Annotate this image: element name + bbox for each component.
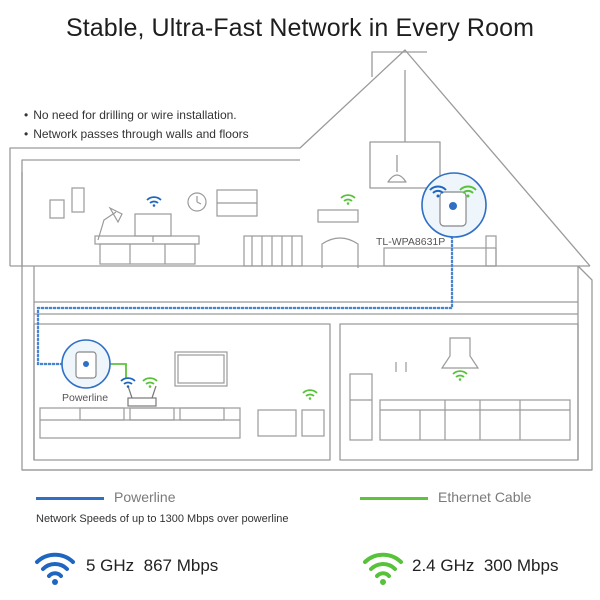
wifi-2ghz-icon: [363, 552, 403, 585]
router-icon: [127, 385, 157, 407]
powerline-adapter-icon: [61, 339, 111, 389]
speed-2ghz-band: 2.4 GHz: [412, 556, 475, 575]
bullet-item: Network passes through walls and floors: [24, 125, 248, 144]
wifi-2ghz-icon: [302, 389, 318, 400]
feature-bullets: No need for drilling or wire installatio…: [24, 106, 249, 144]
powerline-adapter-icon: [421, 172, 487, 238]
bullet-item: No need for drilling or wire installatio…: [24, 106, 249, 125]
ethernet-cable: [108, 363, 127, 378]
house-roof: [9, 49, 591, 267]
speeds-note: Network Speeds of up to 1300 Mbps over p…: [36, 513, 289, 525]
upstairs-room: [49, 187, 497, 268]
wifi-2ghz-icon: [459, 185, 477, 198]
wifi-2ghz-icon: [142, 377, 158, 388]
wifi-5ghz-icon: [35, 552, 75, 585]
wifi-2ghz-icon: [340, 194, 356, 205]
wifi-5ghz-icon: [120, 377, 136, 388]
kitchen: [349, 337, 571, 441]
speed-5ghz: 5 GHz 867 Mbps: [86, 556, 218, 576]
wifi-5ghz-icon: [429, 185, 447, 198]
downstairs-device-label: Powerline: [62, 392, 109, 404]
wifi-5ghz-icon: [146, 196, 162, 207]
speed-5ghz-rate: 867 Mbps: [143, 556, 219, 575]
ethernet-legend-line: [360, 497, 428, 500]
ethernet-legend-label: Ethernet Cable: [438, 489, 532, 505]
wifi-2ghz-icon: [452, 370, 468, 381]
powerline-legend-line: [36, 497, 104, 500]
living-room: [39, 351, 325, 439]
speed-2ghz: 2.4 GHz 300 Mbps: [412, 556, 558, 576]
powerline-legend-label: Powerline: [114, 489, 176, 505]
speed-2ghz-rate: 300 Mbps: [483, 556, 559, 575]
page-title: Stable, Ultra-Fast Network in Every Room: [65, 14, 535, 42]
upstairs-device-label: TL-WPA8631P: [376, 236, 446, 248]
speed-5ghz-band: 5 GHz: [86, 556, 135, 575]
